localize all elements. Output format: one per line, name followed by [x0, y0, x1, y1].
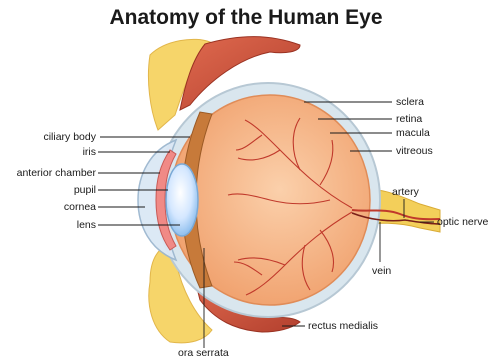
label-sclera: sclera: [396, 96, 424, 108]
label-lens: lens: [10, 219, 96, 231]
label-ora-serrata: ora serrata: [178, 347, 229, 359]
label-pupil: pupil: [10, 184, 96, 196]
label-iris: iris: [10, 146, 96, 158]
label-macula: macula: [396, 127, 430, 139]
label-cornea: cornea: [10, 201, 96, 213]
label-vitreous: vitreous: [396, 145, 433, 157]
label-rectus-medialis: rectus medialis: [308, 320, 378, 332]
label-ciliary-body: ciliary body: [10, 131, 96, 143]
label-retina: retina: [396, 113, 422, 125]
label-optic-nerve: optic nerve: [437, 216, 488, 228]
label-vein: vein: [372, 265, 391, 277]
label-anterior-chamber: anterior chamber: [4, 167, 96, 179]
label-artery: artery: [392, 186, 419, 198]
